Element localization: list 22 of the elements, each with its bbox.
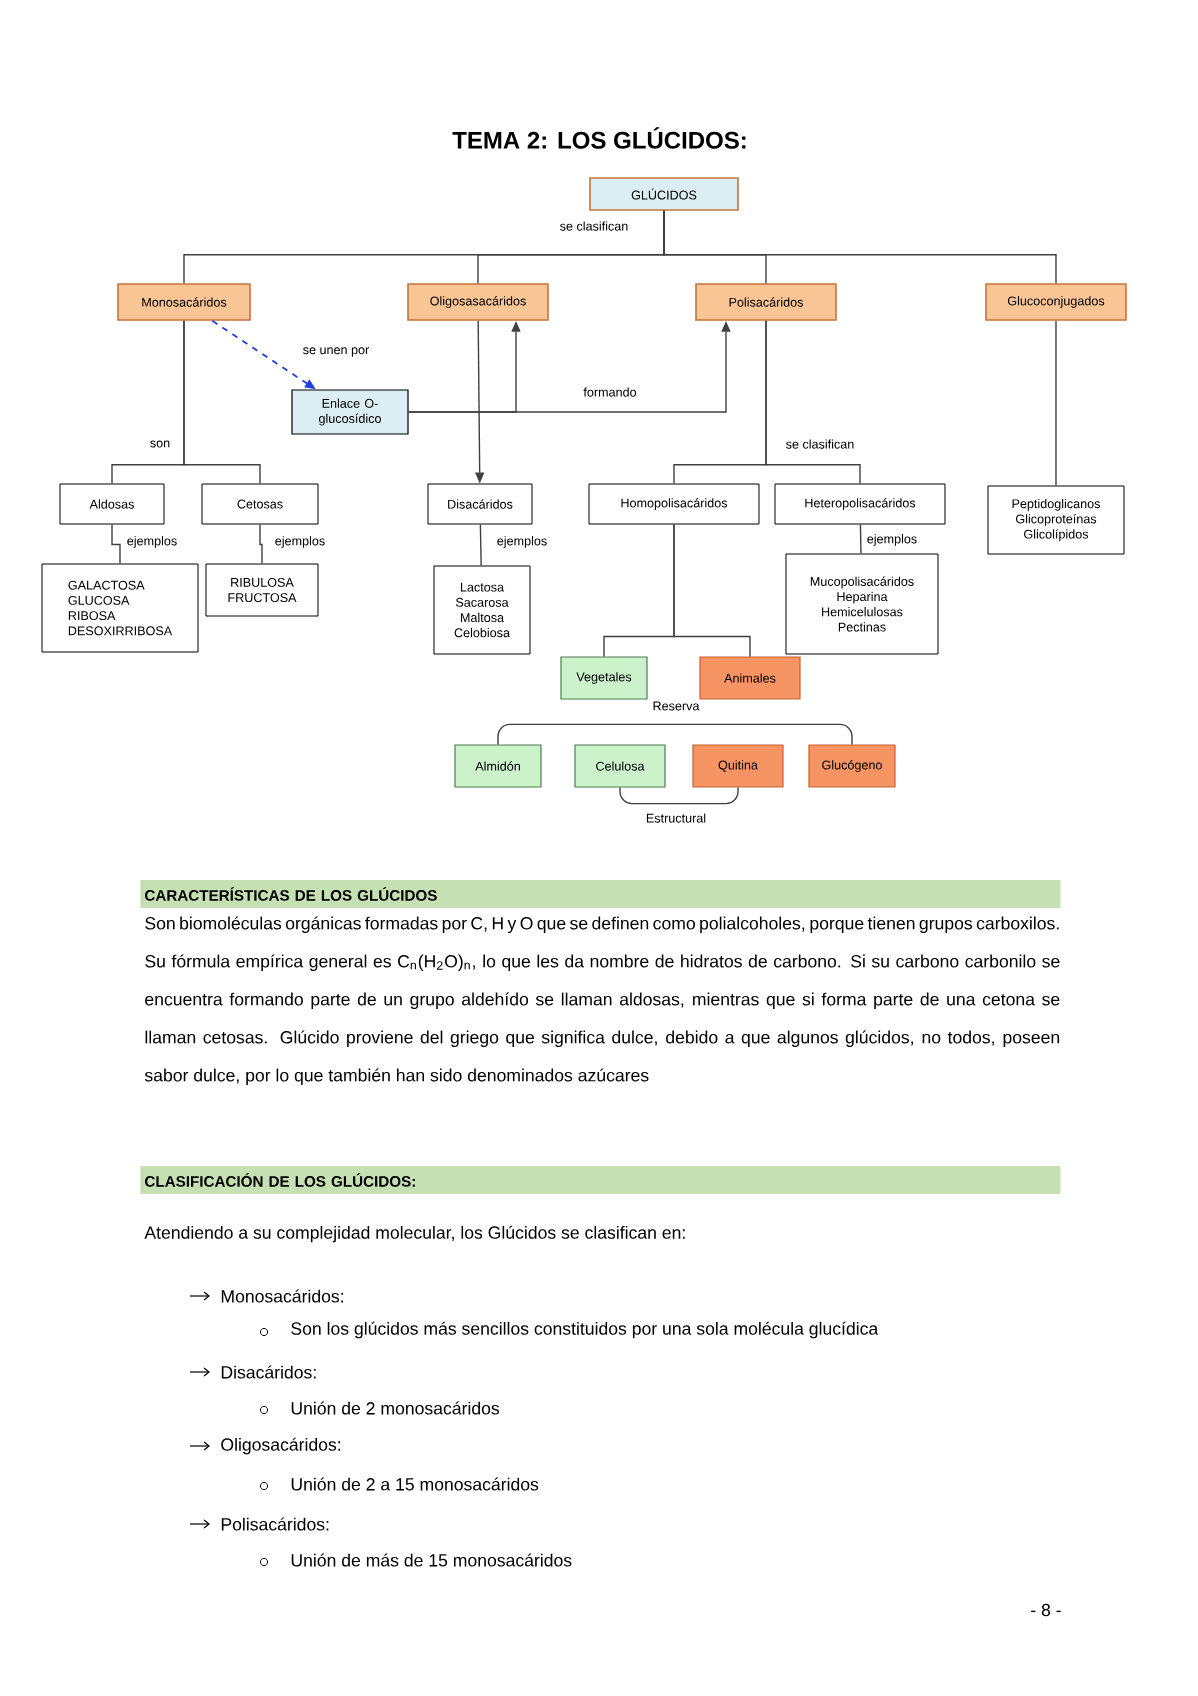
connector [479, 523, 482, 567]
list-item: Son los glúcidos más sencillos constituidos por una sola molécula glucídica [291, 1321, 879, 1339]
connector [183, 320, 261, 485]
list-item: Polisacáridos: [221, 1517, 329, 1531]
list-item: Oligosacáridos: [221, 1437, 341, 1455]
list-item: Unión de 2 a 15 monosacáridos [291, 1477, 539, 1491]
connector [859, 523, 862, 555]
paragraph: Son biomoléculas orgánicas formadas por C, H y O que se definen como polialcoholes, porque tienen grupos carboxilos. Su fórmula empírica general es C$_{n}$(H$_{2}$O)$_{n}$, lo que les da nombre de hidratos de carbono. Si su carbono carbonilo se encuentra formando parte de un grupo aldehído se llaman aldosas, mientras que si forma parte de una cetona se llaman cetosas. Glúcido proviene del griego que significa dulce, debido a que algunos glúcidos, no todos, poseen sabor dulce, por lo que también han sido denominados azúcares [144, 916, 1060, 1085]
paragraph: Atendiendo a su complejidad molecular, los Glúcidos se clasifican en: [144, 1225, 685, 1243]
connector [619, 786, 739, 805]
list-item: Monosacáridos: [221, 1289, 343, 1303]
connector [673, 523, 751, 658]
connector [765, 320, 861, 485]
connector [663, 210, 1057, 284]
list-item: Unión de 2 monosacáridos [291, 1401, 500, 1415]
list-item: Disacáridos: [221, 1365, 316, 1379]
connector [259, 523, 263, 565]
page-number: - 8 - [1031, 1603, 1061, 1617]
connector [111, 523, 121, 565]
list-item: Unión de más de 15 monosacáridos [291, 1553, 572, 1567]
title: TEMA 2: LOS GLÚCIDOS: [452, 127, 746, 149]
connector [1055, 320, 1057, 487]
